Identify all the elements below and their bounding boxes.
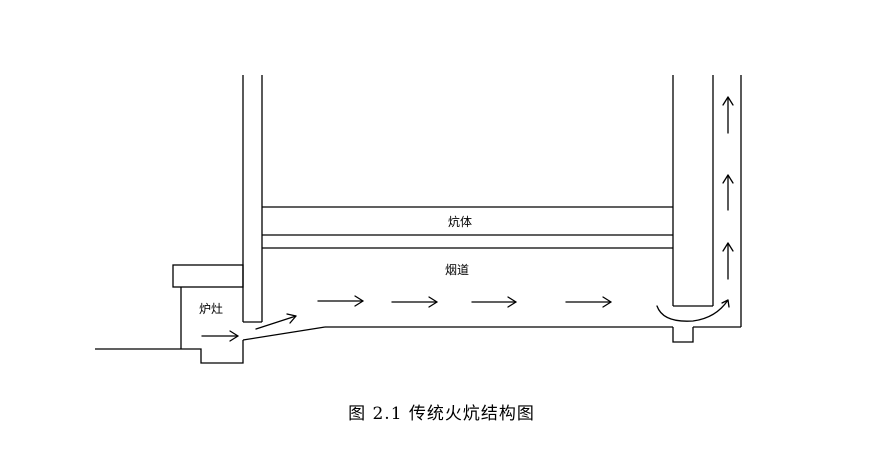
flue-label: 烟道 xyxy=(445,263,469,277)
kang-left-wall xyxy=(242,75,263,323)
flue-arrows xyxy=(317,295,612,308)
right-arrow-icon xyxy=(471,296,517,308)
right-arrow-icon xyxy=(565,296,612,308)
curved-turn-arrow-icon xyxy=(656,299,730,322)
flue-diagonal-arrow xyxy=(255,313,297,330)
chimney-ash-trap xyxy=(672,327,694,343)
stove-top-slab xyxy=(172,264,244,288)
flue-floor xyxy=(242,326,741,341)
chimney-arrows xyxy=(722,96,734,280)
kang-body xyxy=(262,206,673,249)
up-arrow-icon xyxy=(722,242,734,280)
kang-body-label: 炕体 xyxy=(448,214,472,229)
stove-ash-pit xyxy=(181,340,244,364)
right-arrow-icon xyxy=(201,330,239,342)
right-arrow-icon xyxy=(317,295,364,307)
right-arrow-icon xyxy=(391,296,438,308)
up-arrow-icon xyxy=(722,96,734,134)
chimney xyxy=(672,75,742,343)
stove-label: 炉灶 xyxy=(199,302,223,316)
stove-arrow xyxy=(201,330,239,342)
up-arrow-icon xyxy=(722,174,734,211)
right-arrow-icon xyxy=(255,313,297,330)
figure-caption: 图 2.1 传统火炕结构图 xyxy=(348,404,535,424)
